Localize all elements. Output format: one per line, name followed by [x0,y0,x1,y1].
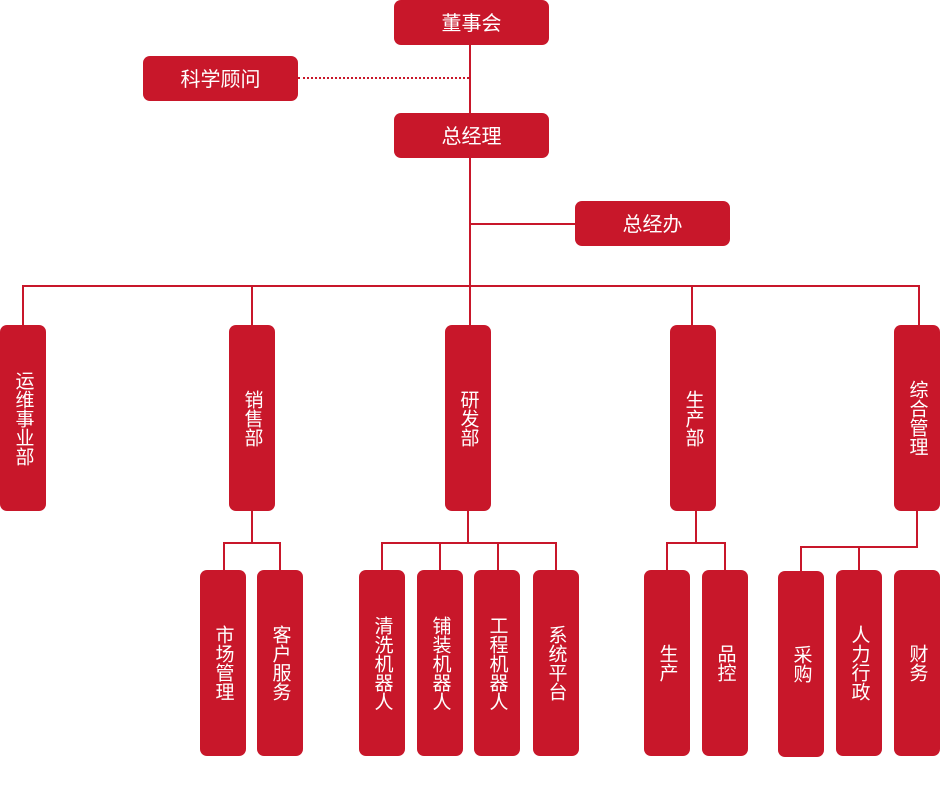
node-dept-sales-label: 销售部 [241,389,264,447]
node-gm: 总经理 [394,113,549,158]
connector-gm-office [469,223,576,225]
node-rnd-platform-label: 系统平台 [545,625,568,701]
node-rnd-engineering: 工程机器人 [474,570,520,756]
connector-admin-c1 [800,546,802,572]
connector-advisor-dotted [298,77,469,79]
connector-dept-prod [691,285,693,326]
connector-dept-sales [251,285,253,326]
node-sales-market: 市场管理 [200,570,246,756]
node-rnd-paving: 铺装机器人 [417,570,463,756]
connector-rnd-c3 [497,542,499,571]
node-admin-finance-label: 财务 [906,644,929,682]
node-rnd-engineering-label: 工程机器人 [486,615,509,711]
node-prod-qc-label: 品控 [714,644,737,682]
connector-rnd-c4 [555,542,557,571]
connector-rnd-c2 [439,542,441,571]
node-sales-service: 客户服务 [257,570,303,756]
node-advisor: 科学顾问 [143,56,298,101]
node-prod-production-label: 生产 [656,644,679,682]
connector-prod-bus [666,542,726,544]
connector-sales-c1 [223,542,225,571]
node-dept-ops: 运维事业部 [0,325,46,511]
node-board-label: 董事会 [441,10,502,35]
node-prod-production: 生产 [644,570,690,756]
node-dept-admin: 综合管理 [894,325,940,511]
node-rnd-cleaning: 清洗机器人 [359,570,405,756]
connector-prod-c2 [724,542,726,571]
node-dept-sales: 销售部 [229,325,275,511]
node-advisor-label: 科学顾问 [180,66,261,91]
node-admin-hr-label: 人力行政 [848,625,871,701]
connector-prod-down [695,511,697,543]
node-gm-office-label: 总经办 [622,211,683,236]
node-admin-hr: 人力行政 [836,570,882,756]
node-prod-qc: 品控 [702,570,748,756]
node-rnd-platform: 系统平台 [533,570,579,756]
node-admin-purchase-label: 采购 [790,645,813,683]
node-sales-service-label: 客户服务 [269,625,292,701]
node-dept-ops-label: 运维事业部 [12,370,35,466]
node-gm-office: 总经办 [575,201,730,246]
connector-admin-c2 [858,546,860,572]
connector-dept-rnd [469,285,471,326]
node-dept-prod-label: 生产部 [682,389,705,447]
node-sales-market-label: 市场管理 [212,625,235,701]
node-rnd-paving-label: 铺装机器人 [429,615,452,711]
node-admin-finance: 财务 [894,570,940,756]
node-dept-rnd-label: 研发部 [457,389,480,447]
connector-rnd-bus [381,542,557,544]
node-dept-admin-label: 综合管理 [906,380,929,456]
node-board: 董事会 [394,0,549,45]
connector-rnd-c1 [381,542,383,571]
node-admin-purchase: 采购 [778,571,824,757]
node-gm-label: 总经理 [441,123,502,148]
connector-dept-ops [22,285,24,326]
connector-sales-down [251,511,253,543]
connector-board-gm [469,45,471,114]
node-rnd-cleaning-label: 清洗机器人 [371,615,394,711]
connector-dept-admin [918,285,920,326]
connector-rnd-down [467,511,469,543]
connector-admin-down [916,511,918,547]
node-dept-rnd: 研发部 [445,325,491,511]
connector-sales-bus [223,542,281,544]
connector-dept-bus [22,285,920,287]
node-dept-prod: 生产部 [670,325,716,511]
connector-prod-c1 [666,542,668,571]
connector-sales-c2 [279,542,281,571]
